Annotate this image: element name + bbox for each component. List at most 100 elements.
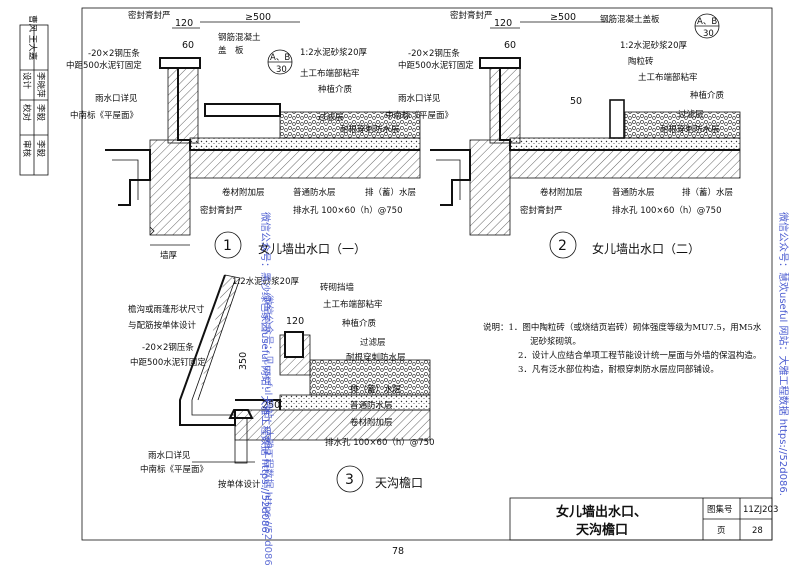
sidebar-row: 李晓萍 [35,72,46,98]
note-line: 2．设计人应结合单项工程节能设计统一屋面与外墙的保温构造。 [518,350,761,361]
label-planting: 种植介质 [318,84,353,95]
dim-350: 350 [238,352,249,370]
label-gutter-design: 与配筋按单体设计 [128,320,197,331]
label-seal-bottom: 密封膏封严 [520,205,563,216]
label-steel-strip: -20×2钢压条 [88,48,140,59]
notes-block: 说明：1．图中陶粒砖（或烧结页岩砖）砌体强度等级为MU7.5，用M5水 泥砂浆砌… [483,322,762,375]
page-label: 页 [717,526,726,536]
label-rootproof: 耐根穿刺防水层 [660,124,720,135]
label-outlet: 排水孔 100×60（h）@750 [612,205,721,216]
label-rain-ref: 中南标《平屋面》 [385,110,453,121]
detail-1-number-circle [214,231,242,259]
label-rain-head: 雨水口详见 [148,450,191,461]
sheet-frame [81,7,773,541]
detail-1-number: 1 [223,238,232,254]
detail-3-caption: 天沟檐口 [375,476,423,490]
label-mortar: 1:2水泥砂浆20厚 [300,47,367,58]
sidebar-row: 李毅 [35,104,46,122]
detail-2-number: 2 [558,238,567,254]
label-outlet: 排水孔 100×60（h）@750 [325,437,434,448]
label-rain-ref: 中南标《平屋面》 [70,110,138,121]
page-value: 28 [752,526,763,536]
label-seal-bottom: 密封膏封严 [200,205,243,216]
note-line: 3．凡有泛水部位构造，耐根穿刺防水层应同部铺设。 [518,364,719,375]
label-steel-strip: -20×2钢压条 [408,48,460,59]
dim-60: 60 [182,40,194,51]
ref-top: A、B [270,53,290,63]
detail-3-drawing [179,274,431,464]
label-rc-cover: 钢筋混凝土 [218,32,261,43]
label-drain-layer: 排（蓄）水层 [365,187,416,198]
label-rc-cover: 钢筋混凝土盖板 [600,14,660,25]
dim-250: 250 [262,400,280,411]
sidebar-row: 李毅 [35,140,46,158]
label-rootproof: 耐根穿刺防水层 [346,352,406,363]
label-gutter-size: 檐沟或雨蓬形状尺寸 [128,304,205,315]
title-block: 女儿墙出水口、 天沟檐口 图集号 11ZJ203 页 28 [509,497,778,541]
label-coil-extra: 卷材附加层 [540,187,583,198]
label-planting: 种植介质 [690,90,725,101]
watermark-right: 微信公众号：慧欢useful 网站：大雅工程数据 https://52d086. [777,212,790,496]
detail-2-drawing [430,21,741,236]
sidebar-row: 设计 [21,72,32,90]
label-mortar: 1:2水泥砂浆20厚 [232,276,299,287]
label-drain-layer: 排（蓄）水层 [350,384,401,395]
label-coil-extra: 卷材附加层 [222,187,265,198]
sidebar-row: 审核 [21,140,32,158]
ref-top: A、B [697,17,717,27]
title-line-1: 女儿墙出水口、 [556,504,647,520]
label-ordinary-wp: 普通防水层 [293,187,336,198]
label-ordinary-wp: 普通防水层 [350,400,393,411]
detail-2-number-circle [549,231,577,259]
dim-500: ≥500 [245,12,271,23]
label-mortar: 1:2水泥砂浆20厚 [620,40,687,51]
label-rain-head: 雨水口详见 [95,93,138,104]
dim-60: 60 [504,40,516,51]
label-filter: 过滤层 [678,109,704,120]
label-nail: 中距500水泥钉固定 [398,60,474,71]
label-unit-design: 按单体设计 [218,479,261,490]
dim-500: ≥500 [550,12,576,23]
label-coil-extra: 卷材附加层 [350,417,393,428]
ref-bottom: 30 [276,65,287,75]
label-filter: 过滤层 [318,112,344,123]
label-rain-head: 雨水口详见 [398,93,441,104]
detail-3-number-circle [336,465,364,493]
label-seal-top: 密封膏封严 [450,10,493,21]
label-rc-cover-2: 盖 板 [218,45,244,56]
label-outlet: 排水孔 100×60（h）@750 [293,205,402,216]
label-nail: 中距500水泥钉固定 [66,60,142,71]
dim-120: 120 [175,18,193,29]
label-nail: 中距500水泥钉固定 [130,357,206,368]
detail-1-drawing [105,21,421,246]
label-wall: 墙厚 [160,250,178,261]
label-rain-ref: 中南标《平屋面》 [140,464,208,475]
label-brick-wall: 砖砌挡墙 [320,282,355,293]
dim-50: 50 [570,96,582,107]
title-line-2: 天沟檐口 [576,522,628,538]
label-geotextile: 土工布端部粘牢 [300,68,360,79]
detail-2-labels: 密封膏封严 120 60 钢筋混凝土盖板 A、B 30 ≥500 -20×2钢压… [385,10,733,259]
label-ordinary-wp: 普通防水层 [612,187,655,198]
dim-120: 120 [494,18,512,29]
label-brick: 陶粒砖 [628,56,654,67]
note-line: 说明：1．图中陶粒砖（或烧结页岩砖）砌体强度等级为MU7.5，用M5水 [483,322,762,333]
detail-3-labels: 1:2水泥砂浆20厚 砖砌挡墙 檐沟或雨蓬形状尺寸 与配筋按单体设计 120 土… [128,276,434,493]
atlas-value: 11ZJ203 [743,505,778,515]
label-rootproof: 耐根穿刺防水层 [340,124,400,135]
detail-3-number: 3 [345,472,354,488]
label-drain-layer: 排（蓄）水层 [682,187,733,198]
label-filter: 过滤层 [360,337,386,348]
sidebar-row: 校对 [21,104,32,122]
watermark-center: 微信公众号：见useful 网站：大雅工程数据 https://52d086. [262,295,275,565]
label-steel-strip: -20×2钢压条 [142,342,194,353]
dim-120: 120 [286,316,304,327]
label-geotextile: 土工布端部粘牢 [323,299,383,310]
label-geotextile: 土工布端部粘牢 [638,72,698,83]
detail-1-labels: 密封膏封严 120 60 ≥500 -20×2钢压条 中距500水泥钉固定 钢筋… [66,10,416,261]
approval-sidebar: 曹风 王大嘉 审核 李毅 校对 李毅 设计 李晓萍 [19,15,49,176]
detail-1-caption: 女儿墙出水口（一） [258,241,366,256]
watermark-left: 微信公众号：黑沙绿色家园useful 网站：大雅工程数据 https://52d… [259,212,272,536]
label-seal-top: 密封膏封严 [128,10,171,21]
